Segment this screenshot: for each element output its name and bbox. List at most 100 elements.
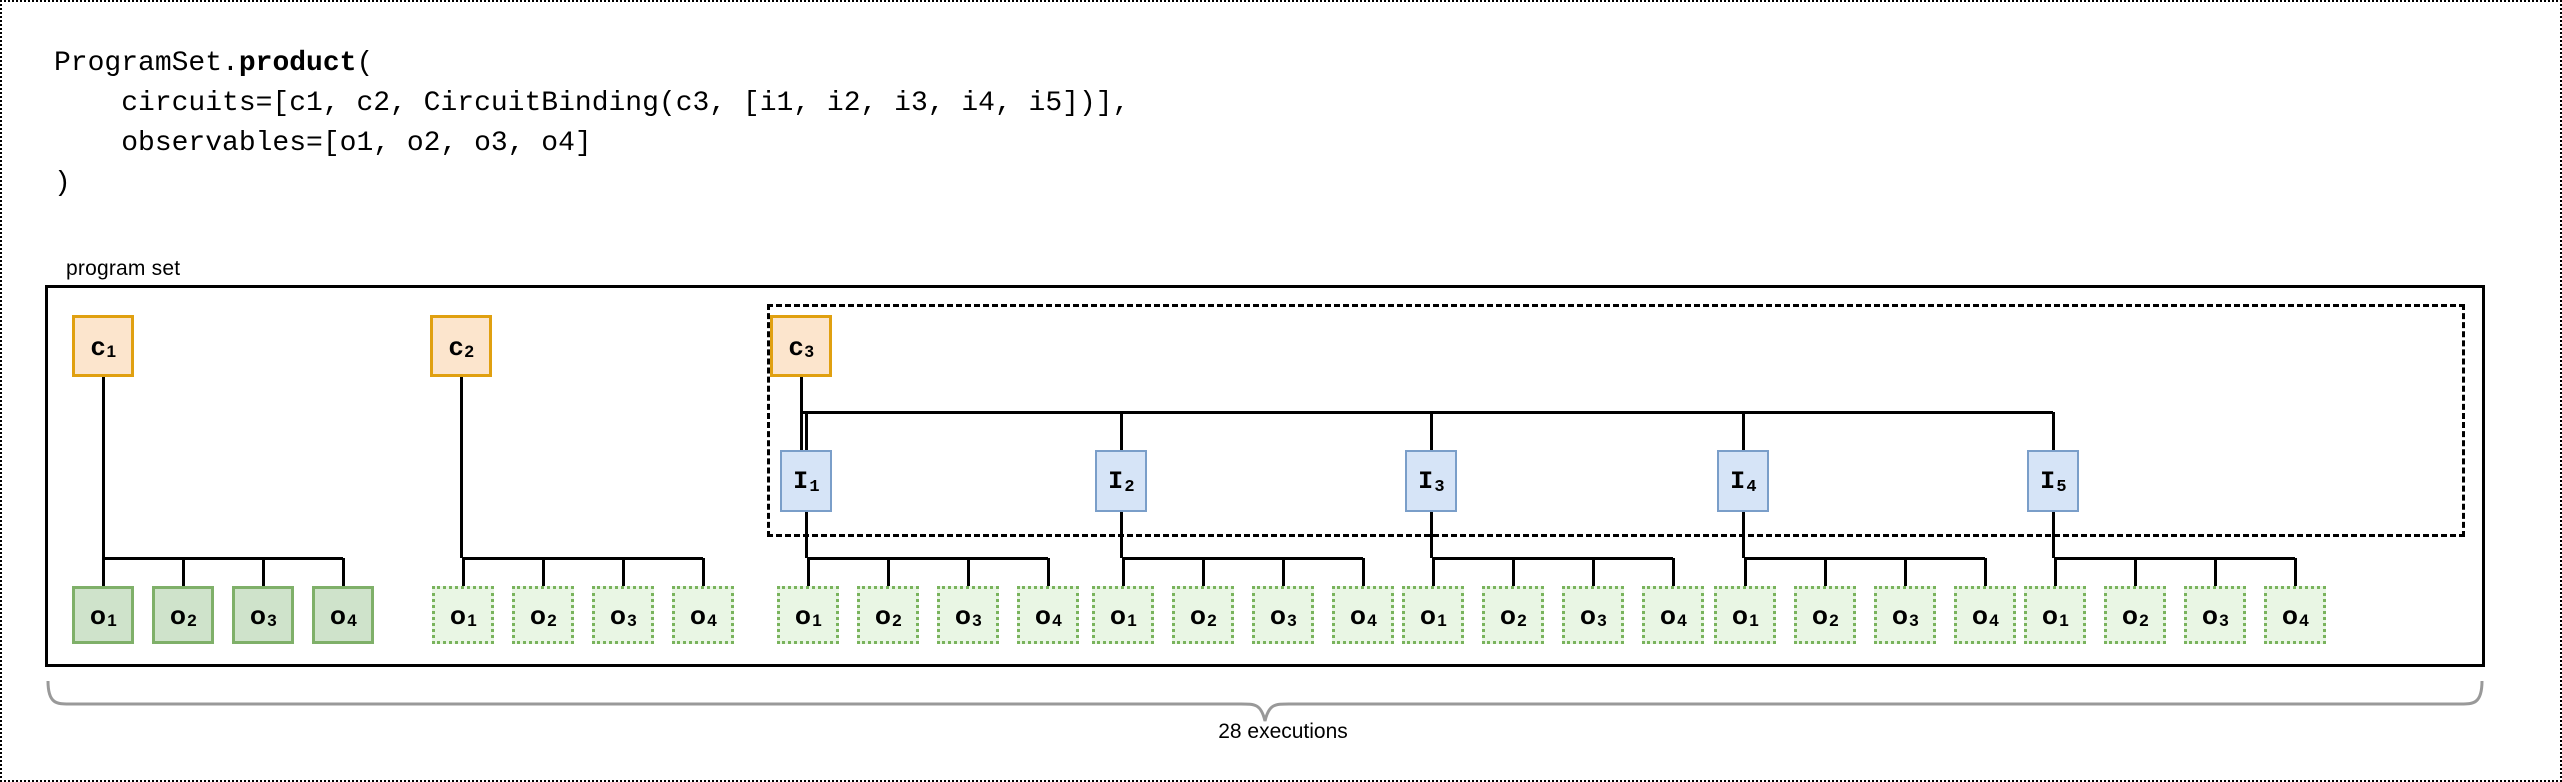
executions-caption: 28 executions: [1218, 720, 1348, 743]
connector-circuit-to-observables: [101, 377, 105, 558]
connector-observable-stub: [1046, 558, 1050, 586]
node-label-subscript: 3: [972, 611, 982, 630]
node-label: o: [330, 599, 347, 630]
node-label-subscript: 1: [107, 611, 117, 630]
node-label-subscript: 2: [464, 342, 475, 361]
connector-circuit-to-observables: [459, 377, 463, 558]
node-label-subscript: 4: [2299, 611, 2309, 630]
node-label: o: [90, 599, 107, 630]
connector-observable-stub: [1671, 558, 1675, 586]
connector-observable-bus: [2055, 556, 2295, 560]
connector-bus-to-binding: [804, 412, 808, 450]
code-line-1: ProgramSet.product(: [54, 48, 373, 79]
connector-observable-stub: [701, 558, 705, 586]
connector-bus-to-binding: [1119, 412, 1123, 450]
node-label: o: [610, 599, 627, 630]
node-label: o: [1035, 599, 1052, 630]
node-label-subscript: 4: [1367, 611, 1377, 630]
connector-binding-to-observables: [1429, 512, 1433, 558]
connector-observable-bus: [808, 556, 1048, 560]
connector-binding-to-observables: [1119, 512, 1123, 558]
node-label: o: [1420, 599, 1437, 630]
node-label: o: [2042, 599, 2059, 630]
node-label-subscript: 2: [187, 611, 197, 630]
node-label: o: [1660, 599, 1677, 630]
node-label: o: [250, 599, 267, 630]
node-label-subscript: 1: [1749, 611, 1759, 630]
node-label: I: [1108, 466, 1124, 496]
connector-observable-stub: [2293, 558, 2297, 586]
node-label-subscript: 3: [267, 611, 277, 630]
node-label-subscript: 2: [2139, 611, 2149, 630]
node-label-subscript: 2: [547, 611, 557, 630]
node-label-subscript: 4: [1677, 611, 1687, 630]
node-label: o: [875, 599, 892, 630]
code-snippet: ProgramSet.product( circuits=[c1, c2, Ci…: [54, 44, 1129, 204]
node-label-subscript: 1: [809, 477, 820, 497]
connector-observable-stub: [1743, 558, 1747, 586]
node-label-subscript: 1: [2059, 611, 2069, 630]
circuit-binding-region: [767, 304, 2465, 537]
node-label: c: [788, 330, 804, 361]
node-label-subscript: 5: [2056, 477, 2067, 497]
node-label: o: [1270, 599, 1287, 630]
node-label: o: [2122, 599, 2139, 630]
node-label: o: [955, 599, 972, 630]
node-label-subscript: 1: [467, 611, 477, 630]
connector-observable-stub: [101, 558, 105, 586]
node-label: o: [795, 599, 812, 630]
connector-bus-to-binding: [1429, 412, 1433, 450]
connector-binding-to-observables: [2051, 512, 2055, 558]
connector-observable-stub: [261, 558, 265, 586]
node-label-subscript: 3: [1597, 611, 1607, 630]
connector-observable-stub: [1281, 558, 1285, 586]
node-label-subscript: 4: [1989, 611, 1999, 630]
node-label: o: [1732, 599, 1749, 630]
node-label: o: [1500, 599, 1517, 630]
connector-observable-stub: [341, 558, 345, 586]
connector-observable-stub: [541, 558, 545, 586]
node-label-subscript: 4: [1746, 477, 1757, 497]
program-set-label: program set: [66, 257, 181, 280]
node-label-subscript: 4: [707, 611, 717, 630]
node-label: o: [170, 599, 187, 630]
node-label-subscript: 2: [1517, 611, 1527, 630]
node-label: o: [2282, 599, 2299, 630]
connector-observable-stub: [1361, 558, 1365, 586]
node-label: c: [448, 330, 464, 361]
connector-observable-stub: [461, 558, 465, 586]
node-label: o: [530, 599, 547, 630]
connector-bus-to-binding: [1741, 412, 1745, 450]
connector-observable-stub: [2133, 558, 2137, 586]
connector-observable-stub: [1903, 558, 1907, 586]
node-label: o: [1892, 599, 1909, 630]
node-label-subscript: 2: [892, 611, 902, 630]
node-label-subscript: 2: [1829, 611, 1839, 630]
node-label-subscript: 1: [106, 342, 117, 361]
node-label-subscript: 3: [627, 611, 637, 630]
node-label-subscript: 4: [1052, 611, 1062, 630]
